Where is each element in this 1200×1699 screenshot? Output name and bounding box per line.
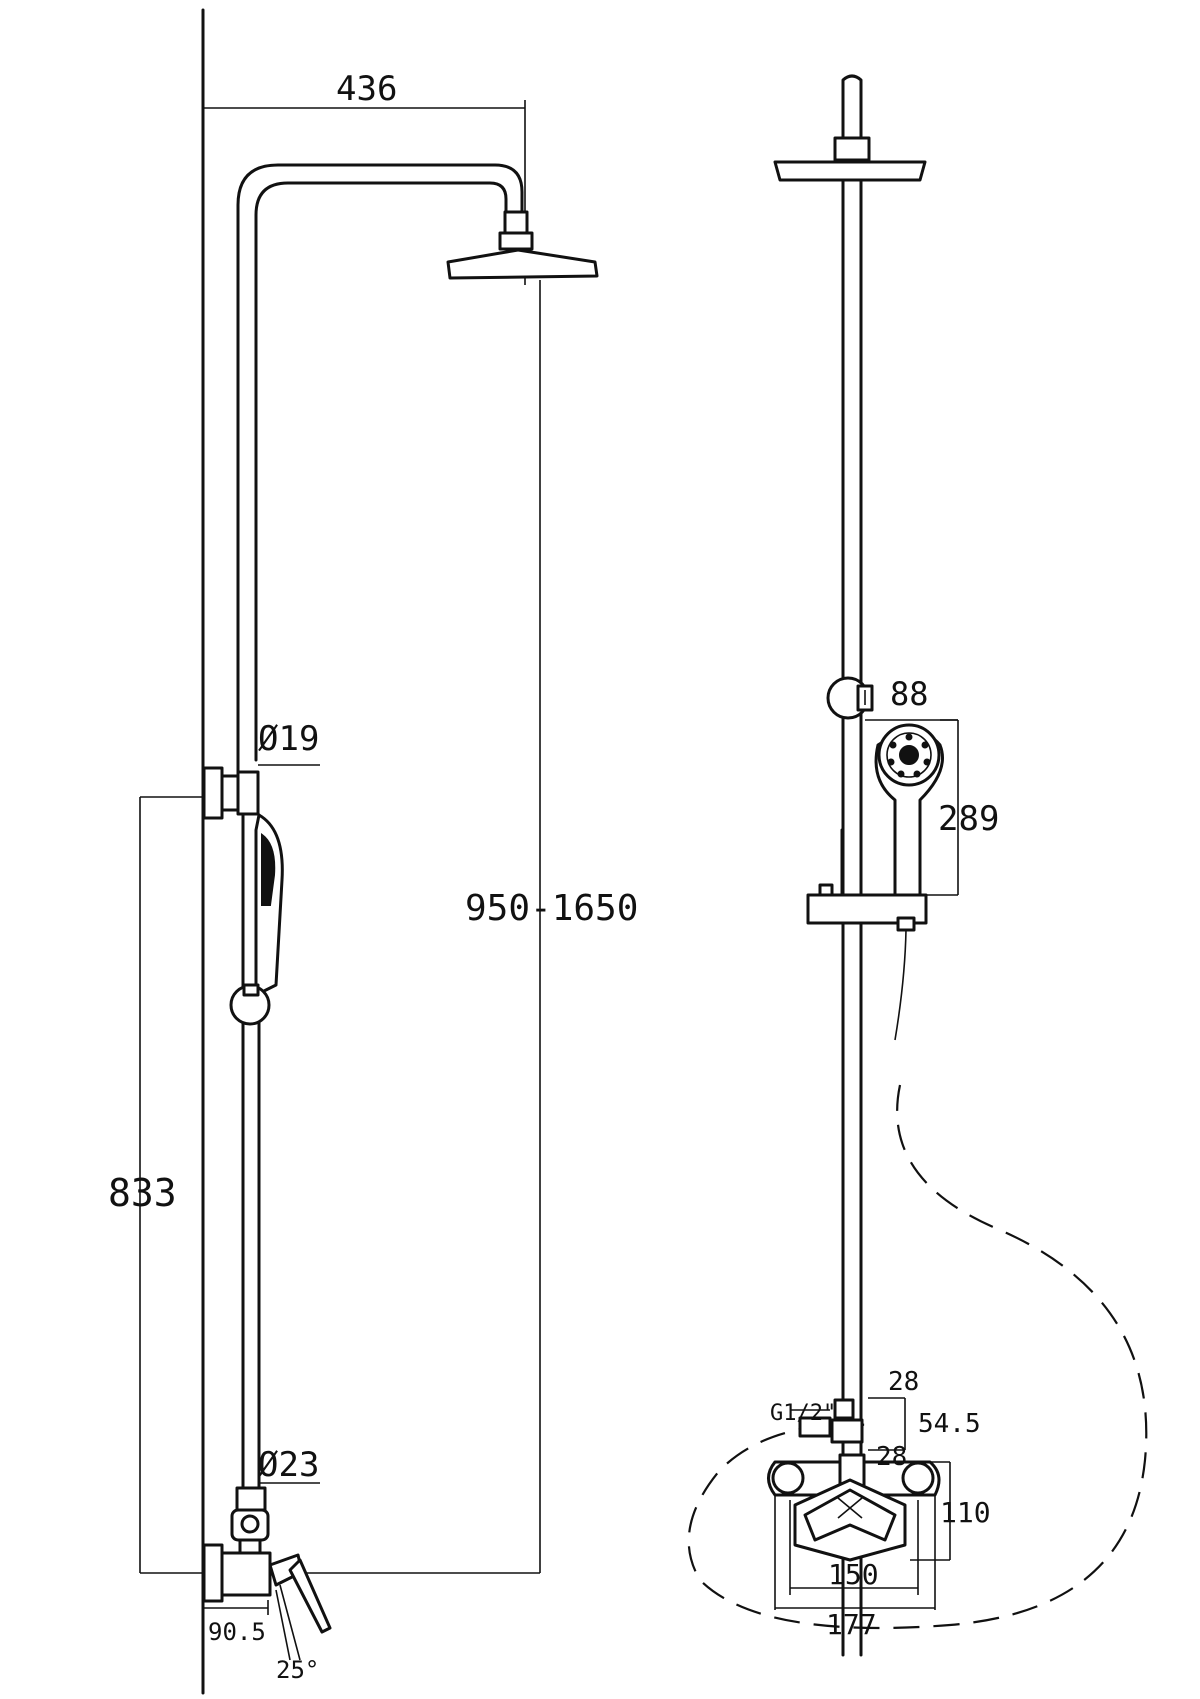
head-arm-top [841, 74, 863, 140]
label-height-range: 950-1650 [465, 888, 638, 929]
lever-angle-line-2 [275, 1589, 291, 1661]
dimension-labels: 436 Ø19 Ø23 950-1650 833 90.5 25° 88 289… [108, 69, 999, 1684]
spray-face-inner [886, 732, 932, 778]
head-connector-front [833, 136, 871, 162]
label-elbow-bottom: 28 [876, 1442, 907, 1472]
label-mixer-height: 833 [108, 1171, 177, 1215]
elbow-top [833, 1398, 855, 1420]
overhead-pipe-outer [236, 163, 524, 777]
slider-holder [242, 983, 260, 997]
hand-shower-face [261, 833, 276, 906]
upper-bracket-clamp [236, 770, 260, 816]
side-view [139, 8, 599, 1695]
spray-face-center [899, 745, 919, 765]
spray-nozzles [887, 733, 931, 778]
mixer-body-side [220, 1551, 272, 1597]
label-hand-shower-width: 88 [890, 675, 929, 713]
hose-top [894, 929, 907, 1041]
label-mixer-width: 177 [826, 1608, 877, 1641]
inlet-left-cover [771, 1461, 805, 1495]
shower-head-swivel [498, 231, 534, 251]
lever-cross-mark [837, 1497, 863, 1519]
shelf-clip [818, 883, 834, 897]
inlet-right-cover [901, 1461, 935, 1495]
mixer-lever [288, 1558, 332, 1634]
label-elbow-depth: 54.5 [918, 1409, 981, 1439]
label-handle-angle: 25° [276, 1656, 319, 1684]
rain-shower-head [446, 248, 599, 280]
overhead-pipe-inner [254, 181, 508, 762]
label-inlet-centers: 150 [828, 1558, 879, 1591]
rain-head-front [773, 160, 927, 182]
label-wall-offset: 90.5 [208, 1618, 266, 1646]
elbow-body [830, 1418, 864, 1444]
label-elbow-top: 28 [888, 1367, 919, 1397]
label-riser-diameter: Ø19 [258, 719, 319, 759]
label-lower-diameter: Ø23 [258, 1445, 319, 1485]
mixer-wall-flange [202, 1543, 224, 1603]
hose-outlet [896, 916, 916, 932]
label-inlet-thread: G1/2" [770, 1401, 836, 1426]
front-view [687, 74, 1148, 1657]
label-mixer-body-height: 110 [940, 1496, 991, 1529]
label-hand-shower-length: 289 [938, 799, 999, 839]
mixer-lever-front [803, 1488, 897, 1542]
label-overhead-arm: 436 [336, 69, 397, 109]
diverter-knob [240, 1514, 260, 1534]
upper-wall-bracket [202, 766, 224, 820]
shower-head-connector [503, 210, 529, 236]
inlet-fitting [798, 1416, 832, 1438]
hose-dashed [687, 1084, 1148, 1630]
lever-angle-line-1 [279, 1584, 301, 1661]
riser-nut [235, 1486, 267, 1512]
